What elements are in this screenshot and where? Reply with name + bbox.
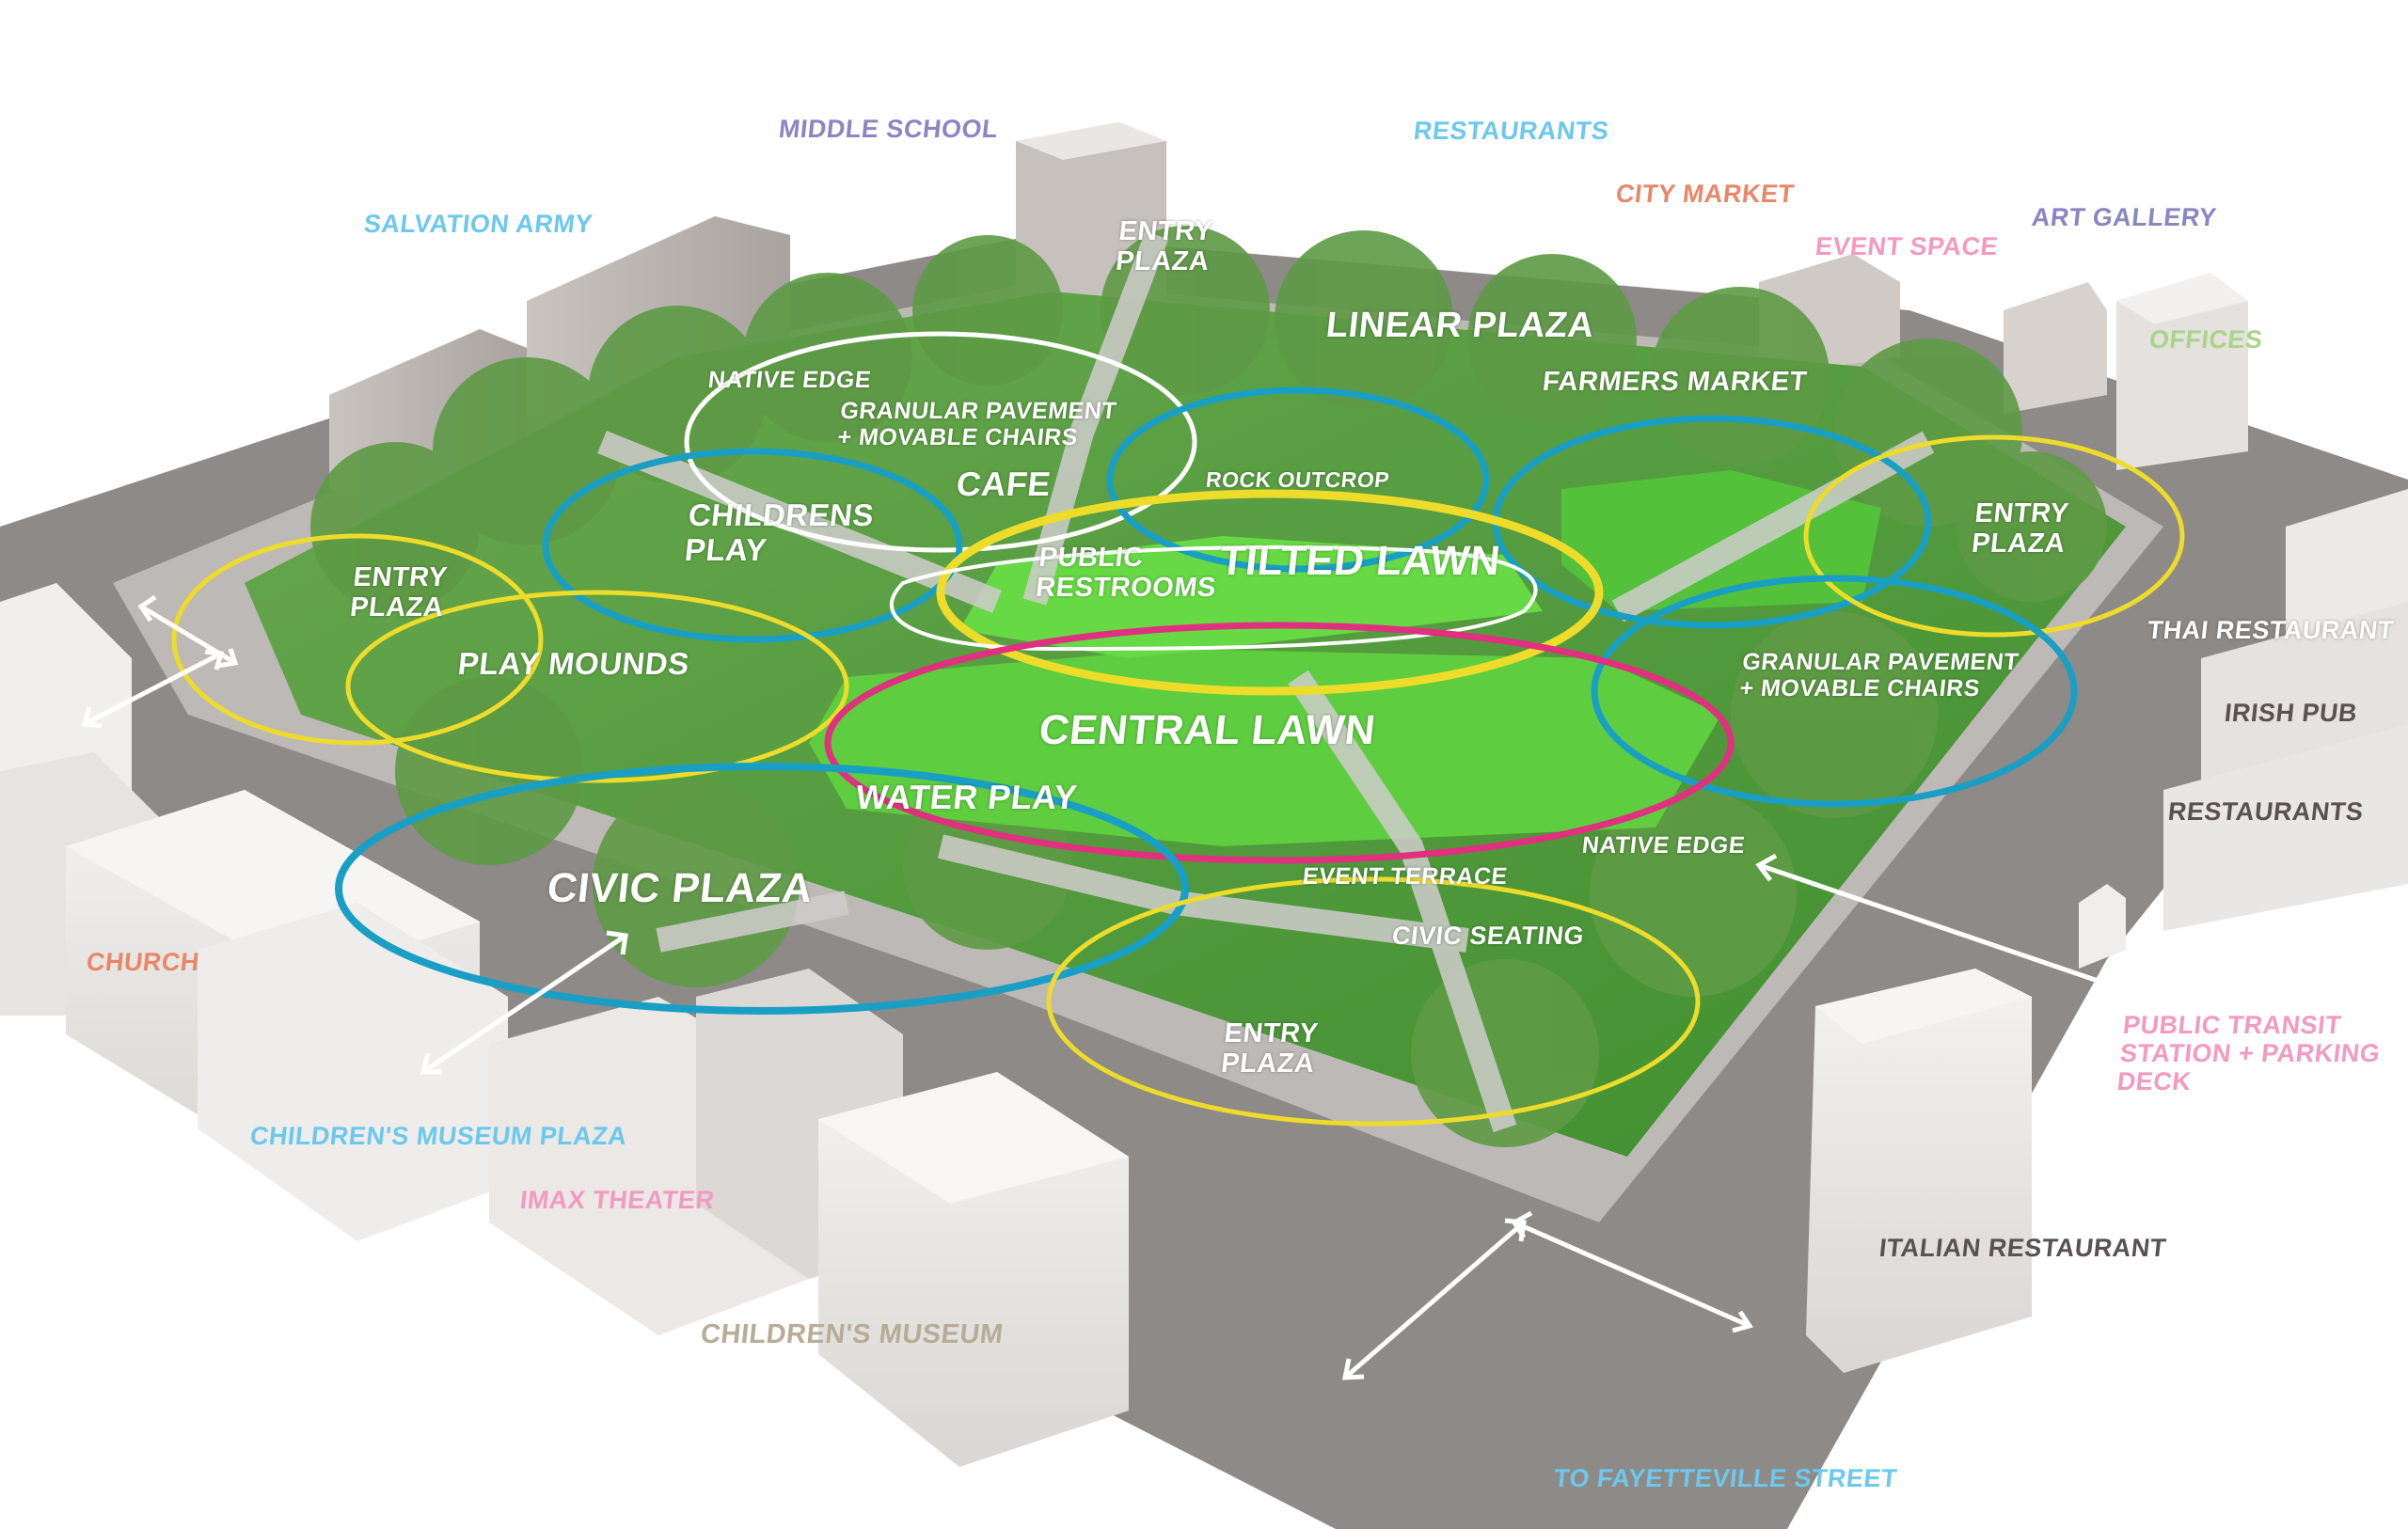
zone-yellow-tilted-lawn — [936, 489, 1604, 696]
label-public-restrooms: PUBLIC RESTROOMS — [1034, 543, 1218, 604]
label-offices: OFFICES — [2147, 325, 2265, 354]
west-south-buildings — [0, 583, 1129, 1467]
label-church: CHURCH — [85, 948, 201, 976]
label-entry-plaza-north: ENTRY PLAZA — [1114, 216, 1215, 277]
label-public-transit: PUBLIC TRANSIT STATION + PARKING DECK — [2115, 1011, 2382, 1096]
label-childrens-museum-plaza: CHILDREN'S MUSEUM PLAZA — [248, 1122, 629, 1150]
label-native-edge-north: NATIVE EDGE — [706, 367, 873, 393]
zone-blue-childrens-play — [542, 448, 963, 643]
label-restaurants-north: RESTAURANTS — [1412, 117, 1611, 145]
label-civic-seating: CIVIC SEATING — [1390, 922, 1586, 950]
label-italian-restaurant: ITALIAN RESTAURANT — [1877, 1234, 2168, 1262]
label-rock-outcrop: ROCK OUTCROP — [1204, 467, 1391, 492]
double-arrow-east-transit-icon — [1755, 853, 2149, 1004]
label-water-play: WATER PLAY — [853, 778, 1080, 816]
label-irish-pub: IRISH PUB — [2223, 699, 2359, 727]
label-event-terrace: EVENT TERRACE — [1301, 863, 1510, 890]
label-granular-pavement-east: GRANULAR PAVEMENT + MOVABLE CHAIRS — [1738, 649, 2020, 701]
zone-blue-rock-outcrop — [1106, 386, 1490, 573]
label-cafe: CAFE — [954, 465, 1054, 503]
zone-yellow-entry-plaza-south — [1046, 876, 1701, 1127]
east-buildings — [1806, 489, 2408, 1373]
label-city-market: CITY MARKET — [1614, 180, 1797, 208]
zone-blue-civic-plaza — [335, 763, 1189, 1015]
double-arrow-civic-plaza-icon — [420, 930, 628, 1075]
label-civic-plaza: CIVIC PLAZA — [545, 865, 816, 911]
label-tilted-lawn: TILTED LAWN — [1217, 538, 1503, 584]
label-to-fayetteville-street: TO FAYETTEVILLE STREET — [1552, 1464, 1899, 1492]
zone-white-granular-north — [684, 331, 1197, 553]
label-middle-school: MIDDLE SCHOOL — [777, 115, 1000, 143]
label-event-space: EVENT SPACE — [1814, 232, 2000, 260]
label-linear-plaza: LINEAR PLAZA — [1323, 306, 1596, 345]
label-native-edge-south: NATIVE EDGE — [1580, 832, 1747, 859]
label-art-gallery: ART GALLERY — [2030, 203, 2219, 231]
label-central-lawn: CENTRAL LAWN — [1037, 707, 1378, 753]
label-salvation-army: SALVATION ARMY — [362, 210, 594, 238]
double-arrow-west-lower-icon — [81, 649, 225, 729]
zone-yellow-entry-plaza-west — [171, 533, 544, 746]
label-imax-theater: IMAX THEATER — [518, 1186, 717, 1214]
zone-blue-granular-east — [1591, 575, 2078, 808]
label-entry-plaza-south: ENTRY PLAZA — [1219, 1018, 1321, 1080]
zone-white-tilted-lawn-outline — [890, 544, 1538, 652]
zone-magenta-central-lawn — [824, 622, 1735, 864]
label-entry-plaza-east: ENTRY PLAZA — [1970, 498, 2071, 560]
label-granular-pavement-north: GRANULAR PAVEMENT + MOVABLE CHAIRS — [836, 398, 1118, 450]
zone-ellipses — [171, 331, 2185, 1127]
label-farmers-market: FARMERS MARKET — [1541, 367, 1809, 397]
label-play-mounds: PLAY MOUNDS — [456, 646, 691, 681]
zone-yellow-play-mounds — [345, 590, 849, 783]
label-restaurants-east: RESTAURANTS — [2166, 797, 2366, 826]
connection-arrows — [81, 594, 2149, 1380]
label-childrens-museum: CHILDREN'S MUSEUM — [699, 1319, 1006, 1349]
label-childrens-play: CHILDRENS PLAY — [683, 497, 877, 567]
double-arrow-southeast-icon — [1511, 1210, 1753, 1333]
label-thai-restaurant: THAI RESTAURANT — [2146, 616, 2396, 644]
zone-yellow-entry-plaza-east — [1803, 434, 2185, 638]
label-entry-plaza-west: ENTRY PLAZA — [348, 562, 450, 623]
